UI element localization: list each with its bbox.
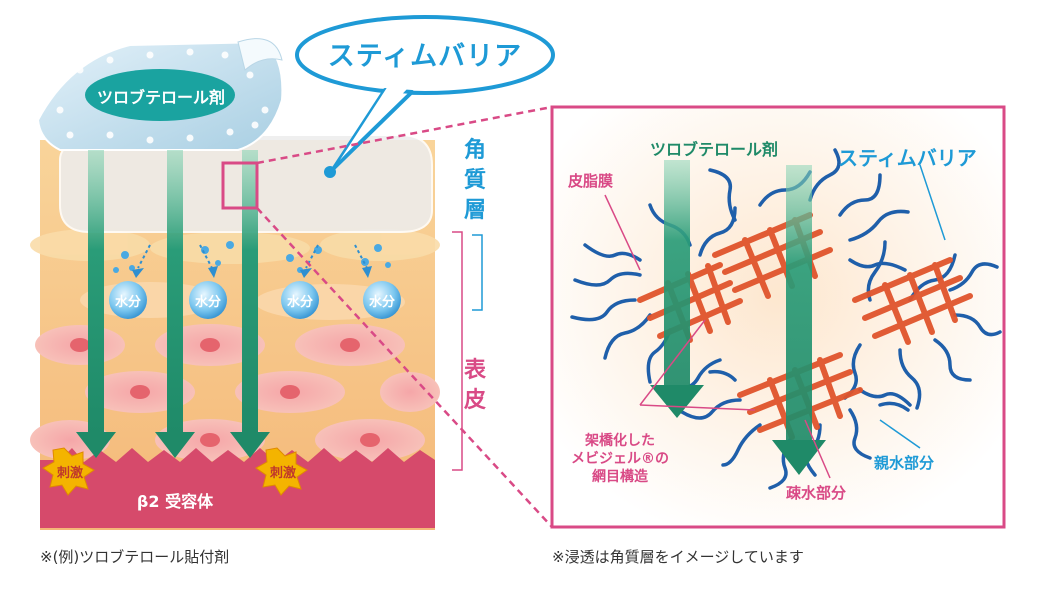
crosslink-line-2: メビジェル®の [571, 451, 669, 467]
panel-drug-arrows [650, 160, 826, 475]
crosslink-label: 架橋化した メビジェル®の 網目構造 [565, 432, 675, 486]
water-label-3: 水分 [286, 295, 313, 310]
stratum-char-2: 質 [463, 168, 486, 193]
caption-left: ※(例)ツロブテロール貼付剤 [40, 548, 230, 566]
water-label-2: 水分 [194, 295, 221, 310]
crosslink-line-1: 架橋化した [585, 433, 655, 449]
hydrophilic-label: 親水部分 [874, 454, 935, 472]
water-arrows [137, 244, 368, 269]
water-bubble-4 [363, 281, 401, 319]
stimulus-burst-2 [255, 447, 308, 496]
water-bubble-3 [281, 281, 319, 319]
stratum-char-1: 角 [463, 138, 486, 163]
epidermis-bracket [452, 231, 463, 471]
water-label-4: 水分 [368, 295, 395, 310]
drug-arrows [76, 150, 270, 458]
water-droplets-small [113, 241, 391, 273]
water-bubble-2 [189, 281, 227, 319]
patch-label-badge [85, 69, 235, 121]
patch-corner [237, 38, 283, 71]
receptor-label: β2 受容体 [136, 492, 214, 511]
panel-barrier-label: スティムバリア [838, 146, 977, 170]
stimulus-label-2: 刺激 [269, 466, 296, 481]
caption-right: ※浸透は角質層をイメージしています [552, 548, 804, 566]
stratum-char-3: 層 [463, 198, 486, 223]
epidermis-char-2: 皮 [463, 388, 486, 413]
epidermis-label: 表 皮 [460, 356, 490, 416]
water-bubble-1 [109, 281, 147, 319]
sebum-label: 皮脂膜 [568, 172, 614, 190]
epidermis-char-1: 表 [463, 358, 486, 383]
patch-label: ツロブテロール剤 [96, 88, 225, 107]
stimulus-burst-1 [42, 447, 95, 496]
barrier-bubble-label: スティムバリア [327, 41, 523, 72]
stimulus-label-1: 刺激 [56, 466, 83, 481]
receptor-band [40, 448, 435, 528]
bubble-pointer-dot [324, 166, 336, 178]
leader-lines [604, 164, 946, 479]
panel-drug-label: ツロブテロール剤 [650, 140, 779, 159]
hydrophobic-label: 疎水部分 [786, 484, 847, 502]
water-arrowheads [132, 266, 372, 278]
stratum-bracket [472, 234, 483, 311]
barrier-speech-bubble [295, 15, 555, 95]
patch-dots [56, 48, 269, 144]
zoom-source-box [221, 161, 259, 210]
water-label-1: 水分 [114, 295, 141, 310]
crosslink-line-3: 網目構造 [592, 469, 648, 485]
stratum-corneum-label: 角 質 層 [460, 136, 490, 226]
